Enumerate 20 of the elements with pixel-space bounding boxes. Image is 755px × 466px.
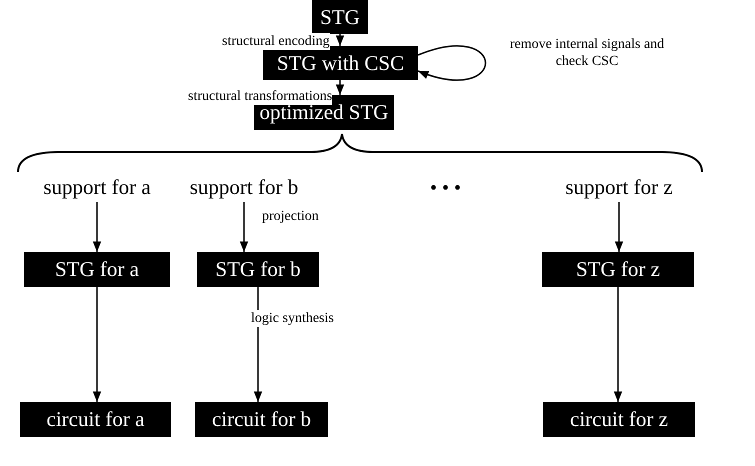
arrow bbox=[336, 34, 344, 46]
process-box: circuit for z bbox=[543, 402, 695, 437]
arrow bbox=[92, 287, 102, 402]
process-box: STG for b bbox=[197, 252, 319, 287]
arrow bbox=[614, 287, 622, 402]
process-box: STG bbox=[312, 0, 368, 34]
edge-label: structural encoding bbox=[222, 33, 330, 50]
arrow bbox=[240, 202, 248, 252]
arrow bbox=[336, 80, 344, 95]
process-box: STG for a bbox=[24, 252, 170, 287]
arrow bbox=[92, 202, 102, 252]
arrow bbox=[614, 202, 624, 252]
process-box: circuit for a bbox=[20, 402, 171, 437]
arrow bbox=[418, 45, 486, 81]
support-label: support for z bbox=[543, 172, 695, 202]
edge-label: logic synthesis bbox=[251, 310, 334, 327]
edge-label: projection bbox=[262, 208, 319, 225]
edge-label: structural transformations bbox=[188, 88, 332, 105]
process-box: circuit for b bbox=[195, 402, 328, 437]
process-box: STG for z bbox=[542, 252, 694, 287]
